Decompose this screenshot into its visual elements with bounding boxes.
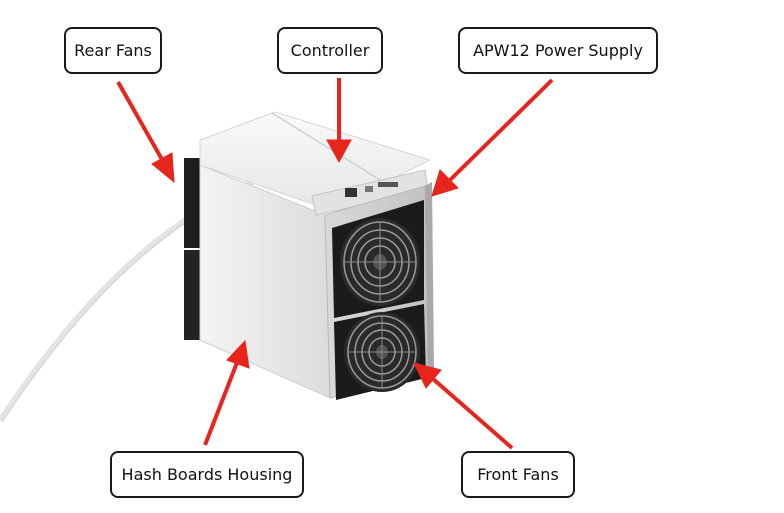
label-controller: Controller (277, 27, 383, 74)
label-front-fans: Front Fans (461, 451, 575, 498)
ethernet-port (345, 188, 357, 197)
red-arrow-icon (116, 78, 554, 450)
front-fan-lower (344, 312, 420, 392)
front-fan-upper (340, 218, 420, 306)
arrow-head-controller (326, 139, 352, 164)
label-hash-boards-housing: Hash Boards Housing (110, 451, 304, 498)
asic-miner-illustration (184, 111, 434, 400)
label-apw12-power-supply: APW12 Power Supply (458, 27, 658, 74)
arrow-head-power-supply (431, 169, 459, 197)
arrow-head-rear-fans (151, 152, 175, 184)
arrow-head-front-fans (413, 362, 442, 389)
arrow-head-hash-boards (226, 339, 250, 369)
label-rear-fans: Rear Fans (64, 27, 162, 74)
